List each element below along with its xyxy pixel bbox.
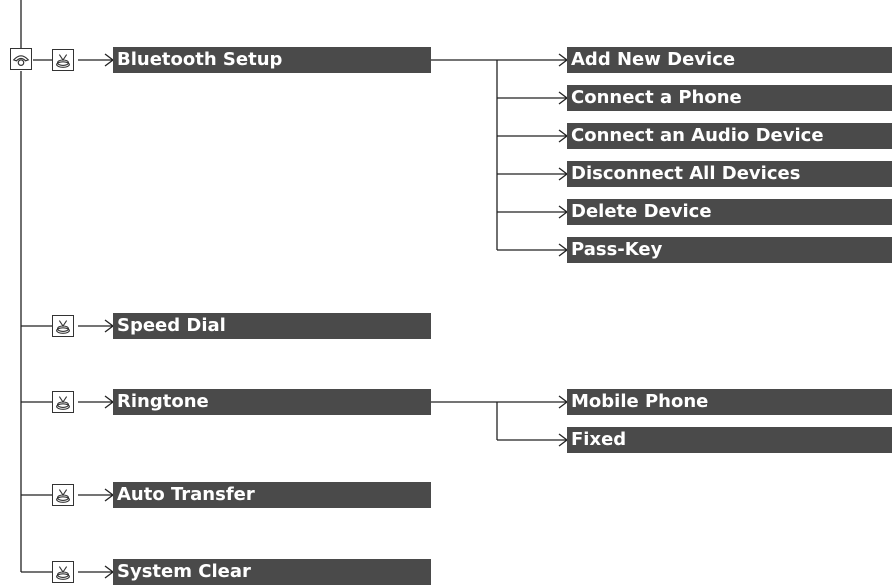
select-knob-icon: [52, 315, 74, 337]
submenu-item-connect-an-audio-device[interactable]: Connect an Audio Device: [567, 123, 892, 149]
submenu-item-mobile-phone[interactable]: Mobile Phone: [567, 389, 892, 415]
select-knob-icon: [52, 391, 74, 413]
submenu-item-add-new-device[interactable]: Add New Device: [567, 47, 892, 73]
submenu-item-connect-a-phone[interactable]: Connect a Phone: [567, 85, 892, 111]
submenu-item-fixed[interactable]: Fixed: [567, 427, 892, 453]
menu-item-system-clear[interactable]: System Clear: [113, 559, 431, 585]
select-knob-icon: [52, 561, 74, 583]
select-knob-icon: [52, 484, 74, 506]
menu-item-auto-transfer[interactable]: Auto Transfer: [113, 482, 431, 508]
menu-item-speed-dial[interactable]: Speed Dial: [113, 313, 431, 339]
menu-item-ringtone[interactable]: Ringtone: [113, 389, 431, 415]
submenu-item-delete-device[interactable]: Delete Device: [567, 199, 892, 225]
menu-item-bluetooth-setup[interactable]: Bluetooth Setup: [113, 47, 431, 73]
submenu-item-disconnect-all-devices[interactable]: Disconnect All Devices: [567, 161, 892, 187]
select-knob-icon: [52, 49, 74, 71]
phone-icon: [10, 48, 32, 70]
submenu-item-pass-key[interactable]: Pass-Key: [567, 237, 892, 263]
